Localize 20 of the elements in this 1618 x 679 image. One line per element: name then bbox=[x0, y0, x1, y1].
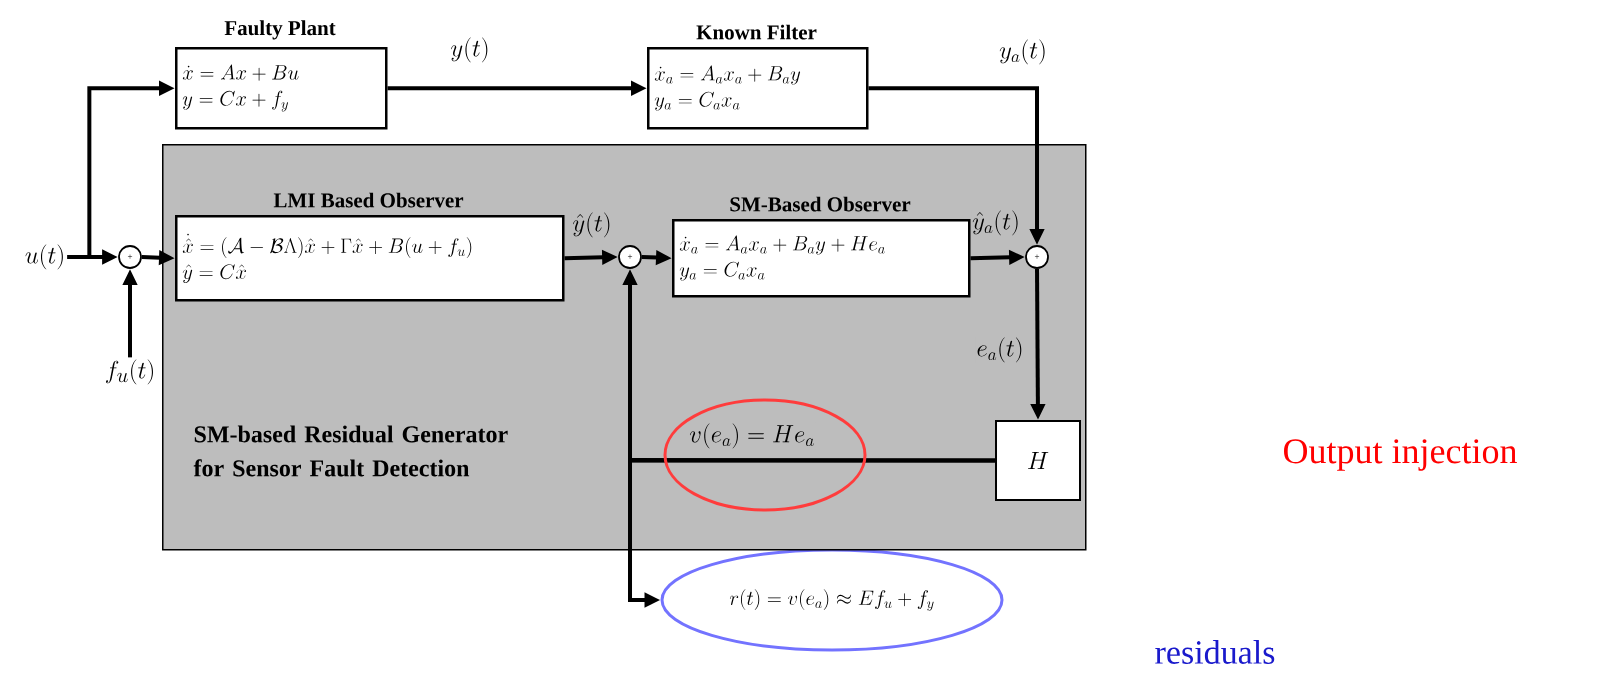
edge-label: $y_a(t)$ bbox=[998, 38, 1048, 66]
block-box: SM-Based Observer $\dot{x}_a = A_a x_a + B_a y + H e_a$ $y_a = C_a x_a$ bbox=[672, 196, 971, 298]
annotation-text: Output injection bbox=[1284, 439, 1517, 471]
block-box: LMI Based Observer $\dot{\hat{x}} = (\mathcal{A} - \mathcal{B}\Lambda)\hat{x} + \Gamma\hat{x} + B(u + f_u)$ $\hat{y} = C\hat{x}$ bbox=[175, 192, 565, 302]
node-label: SM-Based Observer bbox=[730, 196, 911, 212]
gain-box: $H$ bbox=[995, 420, 1081, 501]
edge-label: $v(e_a) = H e_a$ bbox=[688, 422, 816, 450]
edge-label: $y(t)$ bbox=[449, 36, 491, 64]
block-box: Faulty Plant $\dot{x} = Ax + Bu$ $y = Cx + f_y$ bbox=[175, 20, 388, 130]
annotation-text: residuals bbox=[1155, 640, 1275, 664]
edge-label: $e_a(t)$ bbox=[975, 336, 1025, 364]
node-label: LMI Based Observer bbox=[273, 192, 464, 208]
summing-junction: + bbox=[118, 245, 142, 269]
edge-label: $\hat{y}_a(t)$ bbox=[971, 209, 1021, 237]
node-label: Faulty Plant bbox=[224, 20, 336, 40]
edge-label: $\hat{y}(t)$ bbox=[571, 211, 613, 239]
node-label: Known Filter bbox=[696, 24, 817, 40]
block-box: Known Filter $\dot{x}_a = A_a x_a + B_a y$ $y_a = C_a x_a$ bbox=[647, 24, 869, 130]
signal-label: $f_u(t)$ bbox=[106, 359, 153, 385]
signal-label: $u(t)$ bbox=[25, 244, 63, 270]
